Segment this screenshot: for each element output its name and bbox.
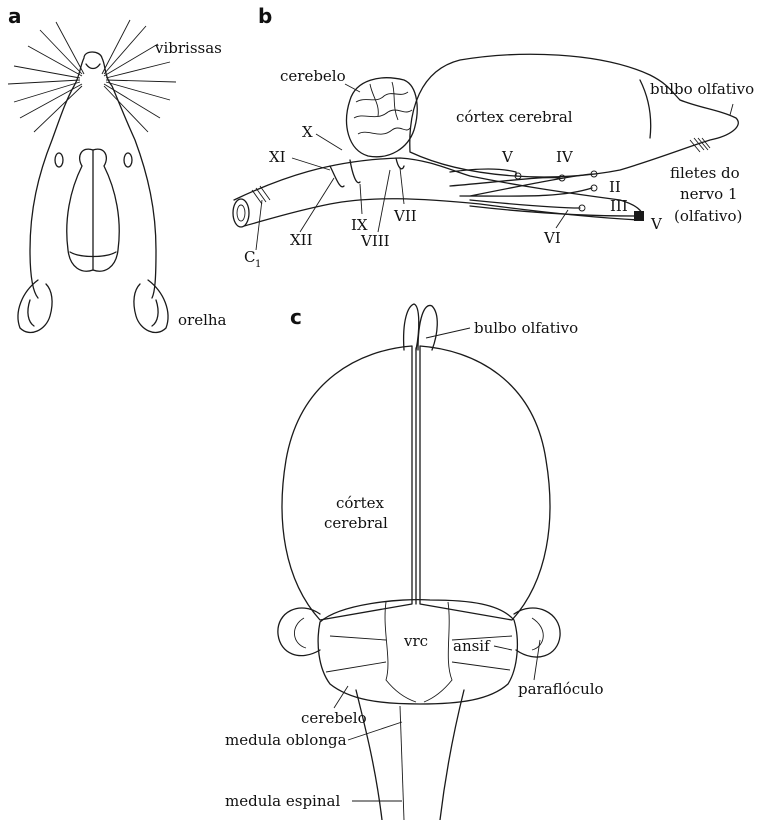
nerve-C1-rootlets — [252, 186, 270, 204]
label-medula-oblonga: medula oblonga — [225, 731, 347, 749]
paraflocculus-right — [514, 608, 560, 657]
cranial-nerve-roots — [252, 138, 710, 221]
paraflocculus-left — [278, 608, 320, 656]
label-nerve-C: C — [244, 248, 255, 266]
label-paraflocculo: paraflóculo — [518, 680, 604, 698]
right-ear — [134, 280, 168, 332]
label-nerve-IV: IV — [556, 148, 574, 166]
medulla-spinal-outline — [356, 690, 464, 820]
label-vrc: vrc — [403, 632, 428, 650]
label-bulbo-olfativo-c: bulbo olfativo — [474, 319, 578, 337]
left-hemisphere — [282, 346, 412, 620]
label-ansif: ansif — [453, 637, 491, 655]
label-filetes-1: filetes do — [670, 164, 740, 182]
left-ear — [18, 280, 52, 332]
right-eye — [124, 153, 132, 167]
snout-tip — [86, 64, 100, 69]
panel-c-leader-lines — [334, 328, 540, 801]
label-vibrissas: vibrissas — [154, 39, 222, 57]
nerves-IX-X — [330, 160, 360, 187]
panel-c-dorsal-brain: c bulbo olfativo córtex cerebral vrc ans… — [225, 304, 604, 820]
label-cortex-c-2: cerebral — [324, 514, 388, 532]
spinal-cord-cut-end — [233, 199, 249, 227]
label-filetes-2: nervo 1 — [680, 185, 738, 203]
spinal-midline — [400, 706, 404, 820]
olfactory-bulb-left — [404, 304, 419, 350]
label-nerve-V-upper: V — [501, 148, 514, 166]
label-nerve-V-lower: V — [650, 215, 663, 233]
olfactory-bulb-right — [418, 305, 437, 350]
label-nerve-VI: VI — [543, 229, 561, 247]
cerebellum-folia — [354, 82, 412, 134]
label-nerve-VIII: VIII — [360, 232, 390, 250]
vibrissae-left — [8, 22, 84, 132]
nerve-end-V-lower — [634, 211, 644, 221]
vibrissae-right — [102, 20, 176, 132]
label-nerve-XII: XII — [290, 231, 313, 249]
panel-label-c: c — [290, 305, 302, 329]
lateral-cerebellum — [347, 78, 418, 157]
label-bulbo-olfativo: bulbo olfativo — [650, 80, 754, 98]
label-cerebelo: cerebelo — [280, 67, 346, 85]
left-ear-inner — [28, 300, 34, 326]
brainstem-and-spinal-cord — [234, 158, 642, 226]
label-medula-espinal: medula espinal — [225, 792, 340, 810]
label-nerve-III: III — [610, 197, 628, 215]
label-orelha: orelha — [178, 311, 227, 329]
label-nerve-II: II — [609, 178, 621, 196]
paraflocculus-left-inner — [294, 618, 306, 648]
panel-a-rat-head: a vibrissas orelha — [8, 4, 227, 332]
right-hemisphere — [420, 346, 550, 620]
label-nerve-VII: VII — [393, 207, 417, 225]
label-cortex-c-1: córtex — [336, 494, 385, 512]
label-cerebelo-c: cerebelo — [301, 709, 367, 727]
nerves-VII-VIII — [396, 158, 404, 169]
panel-label-a: a — [8, 4, 22, 28]
right-ear-inner — [152, 300, 158, 326]
left-eye — [55, 153, 63, 167]
label-nerve-X: X — [302, 123, 313, 141]
panel-b-lateral-brain: b cerebelo córtex cerebral bulbo o — [233, 4, 754, 270]
label-filetes-3: (olfativo) — [674, 207, 742, 225]
label-cortex-cerebral: córtex cerebral — [456, 108, 573, 126]
spinal-cord-cut-inner — [237, 205, 245, 221]
panel-label-b: b — [258, 4, 272, 28]
paraflocculus-right-inner — [532, 618, 543, 650]
label-nerve-C-subscript: 1 — [255, 259, 261, 270]
label-nerve-XI: XI — [269, 148, 286, 166]
